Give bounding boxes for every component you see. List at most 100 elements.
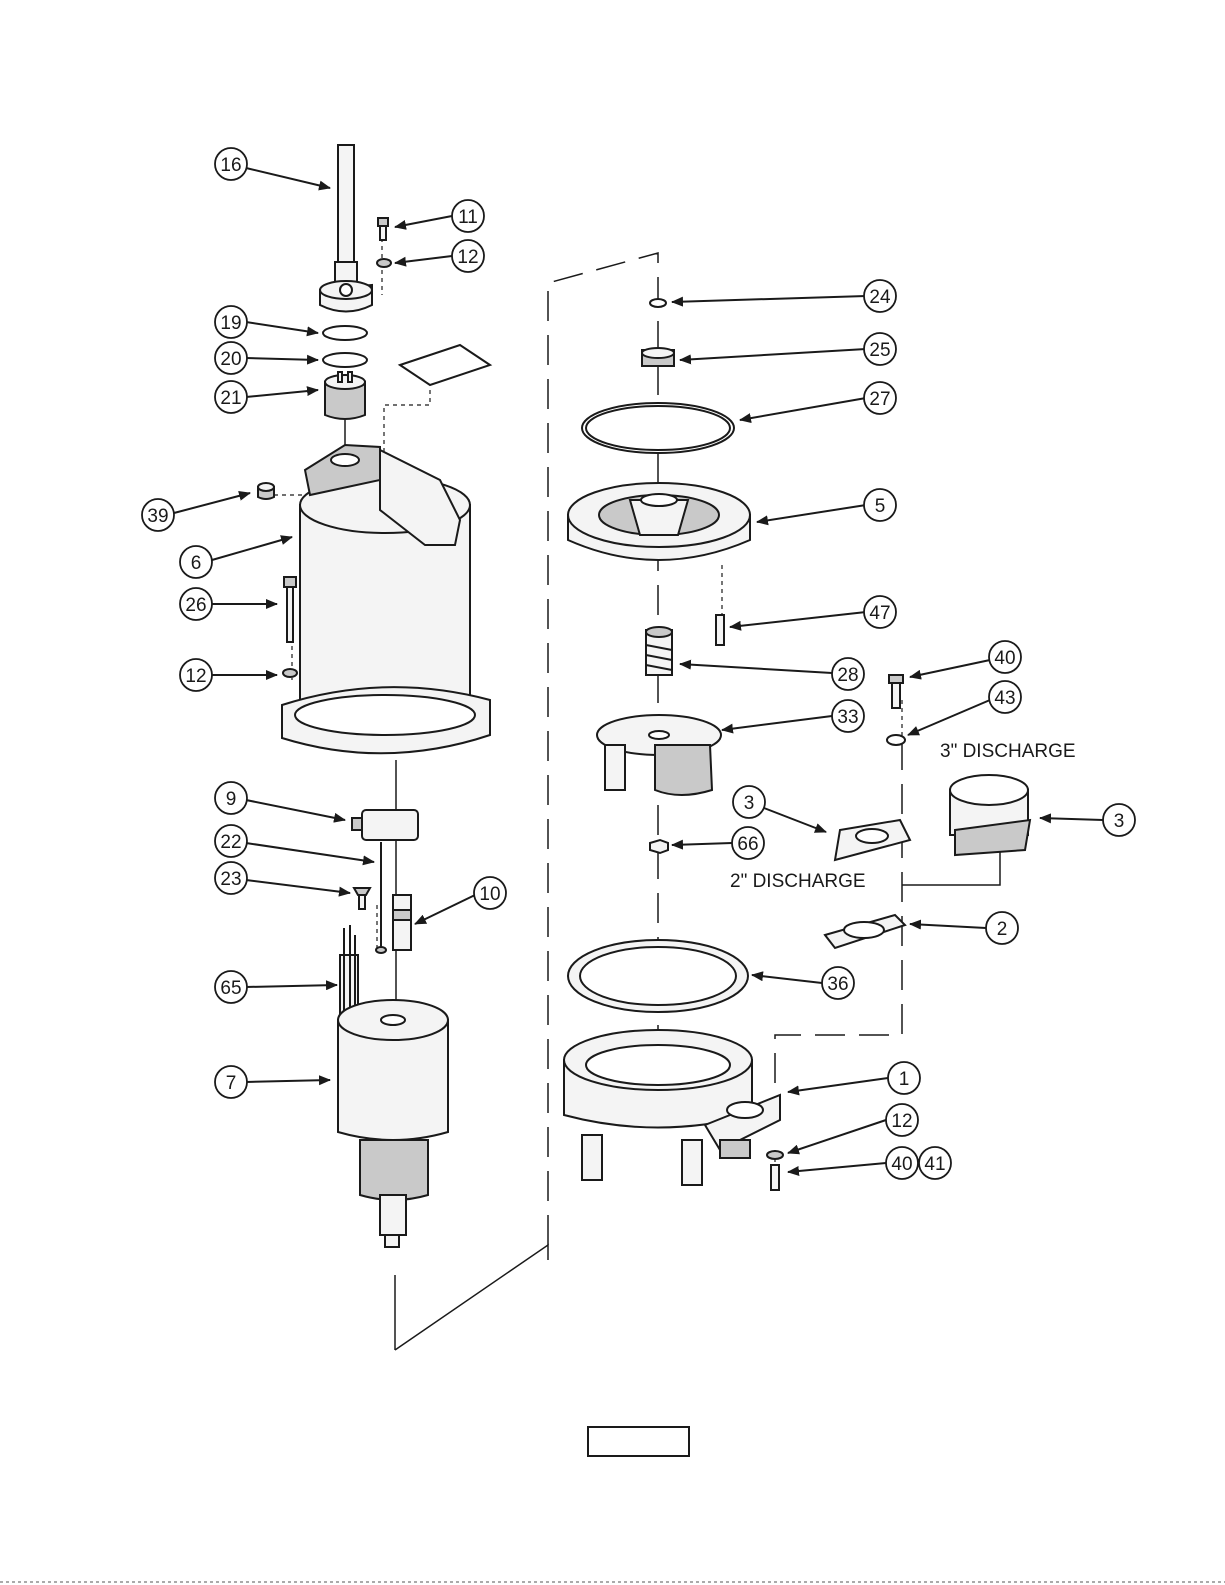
part-12-washer-top [377, 259, 391, 267]
svg-text:65: 65 [220, 978, 241, 999]
part-16-float-rod [335, 145, 357, 282]
callout-22: 22 [215, 825, 247, 857]
callout-43: 43 [989, 681, 1021, 713]
callout-36: 36 [822, 967, 854, 999]
callout-12-bottom: 12 [886, 1104, 918, 1136]
part-22-rod [376, 842, 386, 953]
part-cord-cap [320, 281, 372, 312]
svg-text:12: 12 [457, 247, 478, 268]
part-20-oring [323, 353, 367, 367]
svg-text:21: 21 [220, 388, 241, 409]
svg-text:25: 25 [869, 340, 890, 361]
note-3in-discharge: 3" DISCHARGE [940, 741, 1076, 762]
callout-19: 19 [215, 306, 247, 338]
svg-text:3: 3 [744, 793, 755, 814]
part-23-screw [354, 888, 370, 909]
svg-text:26: 26 [185, 595, 206, 616]
svg-text:2: 2 [997, 919, 1008, 940]
part-24-retaining-ring [650, 299, 666, 307]
part-19-oring [323, 326, 367, 340]
part-66-nut [650, 840, 668, 853]
callout-40-bottom: 40 [886, 1147, 918, 1179]
part-40-bolt-top [889, 675, 903, 708]
svg-text:10: 10 [479, 884, 500, 905]
callout-3-3in: 3 [1103, 804, 1135, 836]
svg-text:23: 23 [220, 869, 241, 890]
svg-text:11: 11 [458, 207, 478, 228]
part-9-capacitor [352, 810, 418, 840]
svg-text:6: 6 [191, 553, 202, 574]
callout-21: 21 [215, 381, 247, 413]
label-plate [400, 345, 490, 385]
callout-20: 20 [215, 342, 247, 374]
callout-33: 33 [832, 700, 864, 732]
callouts: 16 11 12 19 20 21 39 6 26 12 9 22 23 10 … [142, 148, 1135, 1179]
callout-11: 11 [452, 200, 484, 232]
svg-text:1: 1 [899, 1069, 910, 1090]
callout-65: 65 [215, 971, 247, 1003]
svg-text:33: 33 [837, 707, 858, 728]
part-6-motor-housing [282, 445, 490, 753]
part-11-screw [378, 218, 388, 240]
callout-10: 10 [474, 877, 506, 909]
svg-text:7: 7 [226, 1073, 237, 1094]
svg-text:5: 5 [875, 496, 886, 517]
svg-text:12: 12 [891, 1111, 912, 1132]
callout-28: 28 [832, 658, 864, 690]
part-21-plug [325, 372, 365, 419]
svg-text:28: 28 [837, 665, 858, 686]
callout-40-top: 40 [989, 641, 1021, 673]
svg-text:3: 3 [1114, 811, 1125, 832]
svg-text:43: 43 [994, 688, 1015, 709]
svg-text:40: 40 [891, 1154, 912, 1175]
callout-25: 25 [864, 333, 896, 365]
svg-text:16: 16 [220, 155, 241, 176]
part-1-volute [564, 1030, 780, 1185]
footer-label-box [588, 1427, 689, 1456]
part-40-bolt-bottom [771, 1165, 779, 1190]
part-28-seal-spring [646, 627, 672, 675]
callout-23: 23 [215, 862, 247, 894]
part-7-motor [338, 1000, 448, 1247]
callout-9: 9 [215, 782, 247, 814]
callout-41: 41 [919, 1147, 951, 1179]
svg-text:9: 9 [226, 789, 237, 810]
callout-16: 16 [215, 148, 247, 180]
svg-text:19: 19 [220, 313, 241, 334]
callout-12-top: 12 [452, 240, 484, 272]
part-39-plug [258, 483, 274, 499]
callout-27: 27 [864, 382, 896, 414]
callout-47: 47 [864, 596, 896, 628]
callout-3-2in: 3 [733, 786, 765, 818]
callout-5: 5 [864, 489, 896, 521]
part-3-flange-3in [950, 775, 1030, 855]
callout-26: 26 [180, 588, 212, 620]
part-25-bearing [642, 348, 674, 366]
svg-text:22: 22 [220, 832, 241, 853]
part-2-gasket [825, 915, 905, 948]
part-12-washer-bottom [767, 1151, 783, 1159]
callout-66: 66 [732, 827, 764, 859]
callout-7: 7 [215, 1066, 247, 1098]
svg-text:27: 27 [869, 389, 890, 410]
svg-text:40: 40 [994, 648, 1015, 669]
note-2in-discharge: 2" DISCHARGE [730, 871, 866, 892]
callout-1: 1 [888, 1062, 920, 1094]
part-36-gasket [568, 940, 748, 1012]
part-47-screw [716, 615, 724, 645]
callout-24: 24 [864, 280, 896, 312]
callout-39: 39 [142, 499, 174, 531]
part-26-bolt [284, 577, 296, 642]
part-12-washer-mid [283, 669, 297, 677]
svg-text:24: 24 [869, 287, 891, 308]
svg-text:12: 12 [185, 666, 206, 687]
part-43-washer [887, 735, 905, 745]
part-5-seal-plate [568, 483, 750, 560]
part-27-oring [582, 403, 734, 453]
part-3-flange-2in [835, 820, 910, 860]
part-33-impeller [597, 715, 721, 795]
callout-6: 6 [180, 546, 212, 578]
svg-text:39: 39 [147, 506, 168, 527]
callout-2: 2 [986, 912, 1018, 944]
